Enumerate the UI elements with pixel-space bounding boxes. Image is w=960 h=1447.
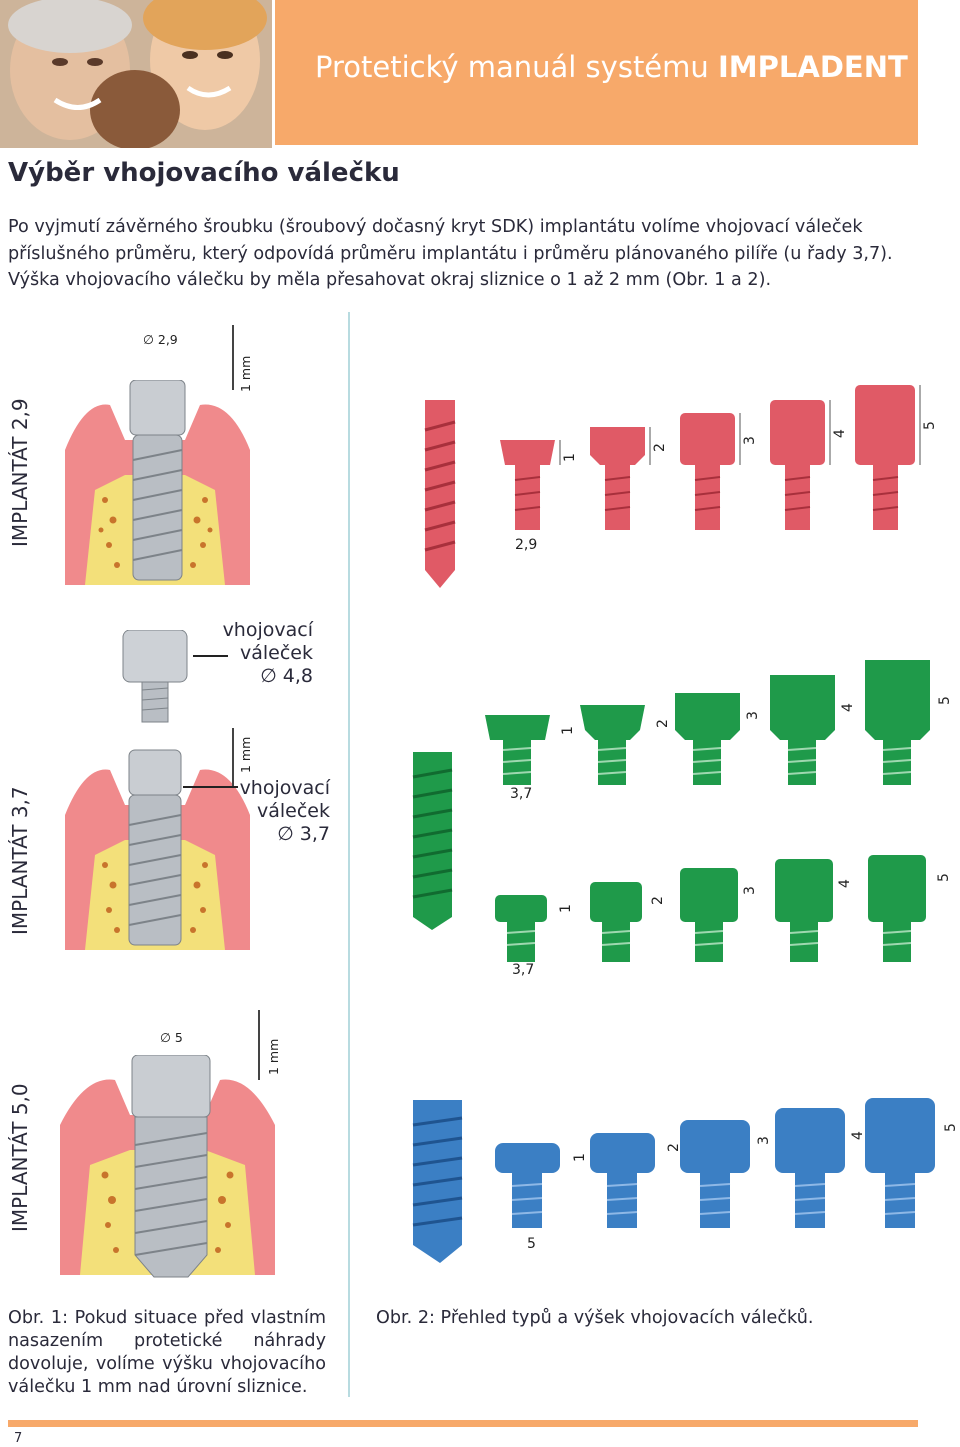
height-label: 5 bbox=[943, 1123, 959, 1132]
row-label-implant-50: IMPLANTÁT 5,0 bbox=[8, 1083, 32, 1232]
height-label: 2 bbox=[666, 1143, 682, 1152]
height-label: 3 bbox=[745, 711, 761, 720]
section-title: Výběr vhojovacího válečku bbox=[8, 158, 400, 188]
dimension-line bbox=[232, 728, 234, 788]
footer-bar bbox=[8, 1420, 918, 1427]
height-label: 3 bbox=[742, 886, 758, 895]
height-label: 4 bbox=[832, 429, 848, 438]
healing-caps-29 bbox=[495, 380, 945, 560]
height-label: 2 bbox=[652, 443, 668, 452]
height-label: 5 bbox=[937, 696, 953, 705]
implant-50-model bbox=[410, 1100, 465, 1265]
implant-37-model bbox=[410, 752, 455, 932]
height-label: 4 bbox=[837, 879, 853, 888]
header-banner bbox=[275, 0, 918, 145]
column-divider bbox=[348, 312, 350, 1397]
height-label: 4 bbox=[840, 703, 856, 712]
height-label: 3 bbox=[742, 436, 758, 445]
healing-cap-48-illustration bbox=[120, 629, 190, 725]
implant-29-model bbox=[420, 400, 460, 590]
height-label: 5 bbox=[936, 873, 952, 882]
mm-label-50: 1 mm bbox=[266, 1038, 281, 1075]
diameter-label-29: ∅ 2,9 bbox=[143, 332, 178, 347]
height-label: 2 bbox=[650, 896, 666, 905]
mm-label-37: 1 mm bbox=[238, 736, 253, 773]
height-label: 1 bbox=[558, 904, 574, 913]
diameter-label-50: ∅ 5 bbox=[160, 1030, 183, 1045]
width-label-37-a: 3,7 bbox=[510, 786, 533, 802]
height-label: 1 bbox=[560, 726, 576, 735]
healing-caps-37-row-b bbox=[490, 855, 950, 965]
dimension-line bbox=[258, 1010, 260, 1080]
width-label-50: 5 bbox=[527, 1236, 536, 1252]
height-label: 2 bbox=[655, 719, 671, 728]
width-label-29: 2,9 bbox=[515, 537, 538, 553]
dimension-line bbox=[232, 325, 234, 390]
header-photo bbox=[0, 0, 272, 148]
height-label: 5 bbox=[922, 421, 938, 430]
intro-paragraph: Po vyjmutí závěrného šroubku (šroubový d… bbox=[8, 217, 893, 290]
manual-title: Protetický manuál systému IMPLADENT bbox=[315, 50, 908, 84]
figure-2-caption: Obr. 2: Přehled typů a výšek vhojovacích… bbox=[376, 1308, 814, 1328]
row-label-implant-37: IMPLANTÁT 3,7 bbox=[8, 786, 32, 935]
height-label: 3 bbox=[756, 1136, 772, 1145]
height-label: 1 bbox=[562, 453, 578, 462]
implant-37-cross-section bbox=[65, 745, 250, 950]
implant-50-cross-section bbox=[60, 1054, 275, 1280]
height-label: 4 bbox=[850, 1131, 866, 1140]
row-label-implant-29: IMPLANTÁT 2,9 bbox=[8, 398, 32, 547]
figure-1-caption: Obr. 1: Pokud situace před vlastním nasa… bbox=[8, 1308, 326, 1397]
healing-caps-50 bbox=[490, 1098, 950, 1233]
height-label: 1 bbox=[572, 1153, 588, 1162]
mm-label-29: 1 mm bbox=[238, 355, 253, 392]
callout-arrow bbox=[193, 655, 228, 657]
width-label-37-b: 3,7 bbox=[512, 962, 535, 978]
page-number: 7 bbox=[14, 1431, 23, 1446]
healing-caps-37-row-a bbox=[485, 655, 950, 790]
implant-29-cross-section bbox=[65, 379, 250, 585]
callout-arrow bbox=[183, 786, 238, 788]
